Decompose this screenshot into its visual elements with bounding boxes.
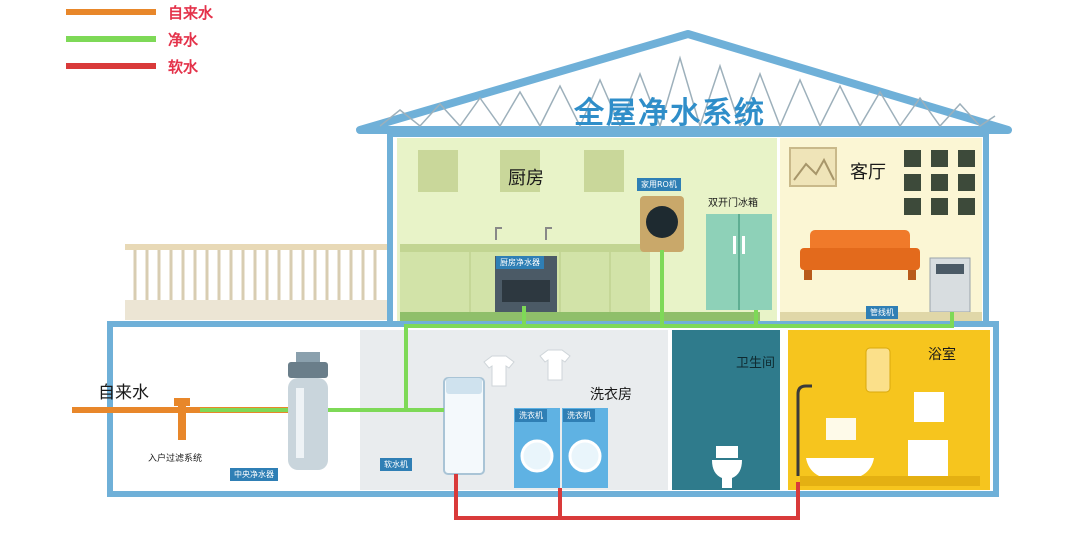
diagram-title: 全屋净水系统 (574, 96, 766, 131)
tag-central-purifier: 中央净水器 (230, 468, 278, 481)
sink-cabinet-icon (908, 440, 948, 476)
shower-icon (796, 384, 812, 476)
purified-water-pipe (200, 250, 954, 412)
room-label-living: 客厅 (850, 162, 886, 183)
central-purifier-device (288, 352, 328, 470)
room-label-laundry: 洗衣房 (590, 387, 632, 403)
legend-label-tap: 自来水 (168, 4, 214, 22)
legend-swatch-tap (66, 9, 156, 15)
kitchen-room (397, 138, 777, 321)
window-icon (904, 150, 975, 215)
room-label-bathroom: 浴室 (928, 347, 956, 363)
room-label-kitchen: 厨房 (508, 168, 544, 189)
fridge-label: 双开门冰箱 (708, 198, 758, 209)
legend (66, 9, 156, 69)
tag-washer-1: 洗衣机 (515, 409, 547, 422)
tag-washer-2: 洗衣机 (563, 409, 595, 422)
bathtub-icon (806, 458, 874, 480)
tag-softener: 软水机 (380, 458, 412, 471)
picture-frame-icon (789, 147, 837, 187)
roof (356, 30, 1012, 134)
shirt-icon (539, 349, 571, 381)
toilet-icon (712, 446, 742, 488)
tag-home-ro: 家用RO机 (637, 178, 681, 191)
toilet-room (672, 330, 780, 490)
mirror-icon (914, 392, 944, 422)
tag-kitchen-purifier: 厨房净水器 (496, 256, 544, 269)
shirt-icon (483, 355, 515, 387)
legend-swatch-soft (66, 63, 156, 69)
legend-swatch-pure (66, 36, 156, 42)
soft-water-pipe (454, 474, 800, 520)
legend-label-pure: 净水 (168, 31, 199, 49)
living-room (780, 138, 982, 321)
tap-water-label: 自来水 (98, 383, 149, 403)
bath-room (788, 330, 990, 490)
room-label-toilet: 卫生间 (736, 356, 776, 371)
entry-filter-label: 入户过滤系统 (148, 454, 203, 464)
sofa-icon (800, 230, 920, 280)
water-heater-icon (865, 347, 891, 393)
tag-pipeline: 管线机 (866, 306, 898, 319)
balcony-railing (125, 244, 387, 320)
legend-label-soft: 软水 (168, 58, 199, 76)
